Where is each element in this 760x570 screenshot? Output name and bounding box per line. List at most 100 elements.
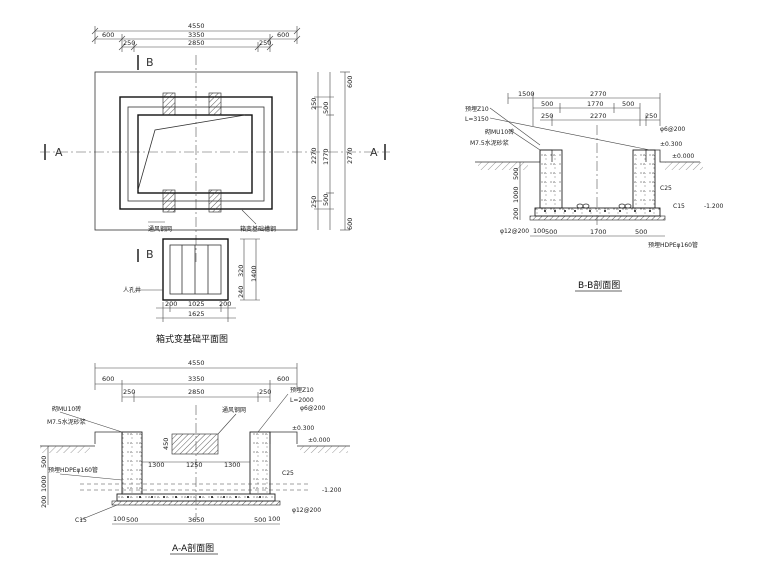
- leader: [241, 209, 257, 225]
- label-manhole: 人孔井: [123, 286, 141, 294]
- aa-dim: 250: [259, 388, 271, 396]
- section-mark-b-bottom: B: [146, 248, 154, 261]
- bb-dim: 250: [541, 112, 553, 120]
- plan-dim-right: 250: [310, 196, 318, 208]
- aa-title: A-A剖面图: [172, 542, 214, 554]
- section-mark-b-top: B: [146, 56, 154, 69]
- plan-dim-right: 250: [310, 98, 318, 110]
- bb-left-dim-text: 1000: [512, 186, 520, 203]
- plan-frame-inner: [137, 114, 253, 194]
- bb-label: C25: [660, 185, 672, 192]
- aa-ground-step-right: [269, 431, 298, 444]
- bb-title: B-B剖面图: [578, 279, 620, 291]
- bb-base-slab: [534, 207, 661, 217]
- aa-dim-bottom: 500: [254, 516, 266, 524]
- bb-dim-bottom: 500: [635, 228, 647, 236]
- bb-wall-right: [632, 149, 656, 209]
- aa-wall-right: [249, 431, 271, 495]
- aa-label: φ12@200: [292, 507, 321, 514]
- aa-dim: 600: [277, 375, 289, 383]
- plan-dim: 250: [259, 39, 271, 47]
- plan-dim-lines: [91, 26, 301, 52]
- plan-dim-right: 600: [346, 218, 354, 230]
- bb-pipes: [576, 203, 632, 209]
- bb-dim: 250: [645, 112, 657, 120]
- plan-dim: 250: [123, 39, 135, 47]
- bb-dim-bottom: 100: [533, 227, 545, 235]
- bb-label: ±0.300: [660, 141, 682, 148]
- pit-dim: 200: [219, 300, 231, 308]
- plan-dim-right: 600: [346, 76, 354, 88]
- plan-dim-right: 500: [322, 194, 330, 206]
- aa-dim: 2850: [188, 388, 205, 396]
- aa-label: ±0.300: [292, 425, 314, 432]
- label-vent-mesh: 通风钢网: [148, 225, 172, 233]
- bb-dim-bottom: 500: [545, 228, 557, 236]
- bb-label: C15: [673, 203, 685, 210]
- plan-dim: 2850: [188, 39, 205, 47]
- aa-dim-bottom: 100: [113, 515, 125, 523]
- bb-dim: 1770: [587, 100, 604, 108]
- aa-dim: 3350: [188, 375, 205, 383]
- plan-title: 箱式变基础平面图: [156, 333, 228, 345]
- plan-right-dims: [314, 71, 350, 231]
- aa-dim-bottom: 500: [126, 516, 138, 524]
- bb-label: φ12@200: [500, 228, 529, 235]
- aa-dim-mid: 1250: [186, 461, 203, 469]
- section-aa: 4550 600 3350 600 250 2850 250: [40, 359, 350, 555]
- aa-dim: 600: [102, 375, 114, 383]
- section-bb: 1500 2770 500 1770 500 250 2270 250: [465, 90, 724, 292]
- aa-dim: 250: [123, 388, 135, 396]
- leader: [489, 117, 651, 151]
- aa-dim-bottom: 100: [268, 515, 280, 523]
- plan-view: 4550 600 3350 600 250 2850 250 B B A A: [40, 22, 390, 345]
- bb-label: L=3150: [465, 116, 489, 123]
- plan-dim-right: 2770: [346, 147, 354, 164]
- plan-dim-right: 500: [322, 102, 330, 114]
- bb-label: -1.200: [704, 203, 724, 210]
- leader: [59, 473, 123, 481]
- aa-wall-left: [121, 431, 143, 495]
- pit-dim: 200: [165, 300, 177, 308]
- pit-dim: 1025: [188, 300, 205, 308]
- aa-label: 预埋Z10: [290, 386, 314, 394]
- bb-dim: 500: [541, 100, 553, 108]
- bb-left-dim-text: 200: [512, 208, 520, 220]
- plan-break-left-bottom: [162, 189, 176, 213]
- aa-dim-mid: 1300: [148, 461, 165, 469]
- plan-dim: 600: [102, 31, 114, 39]
- leader: [489, 107, 541, 146]
- aa-ground-step-left: [94, 431, 123, 444]
- plan-break-left-top: [162, 92, 176, 116]
- aa-dim: 4550: [188, 359, 205, 367]
- leader: [79, 504, 118, 521]
- plan-frame-mid: [127, 106, 265, 202]
- pit-dim-total: 1625: [188, 310, 205, 318]
- aa-ground-hatch: [40, 446, 90, 453]
- bb-label: 预埋HDPEφ160管: [648, 241, 698, 249]
- aa-left-dim-text: 1000: [40, 475, 48, 492]
- aa-label: 通风钢网: [222, 406, 246, 414]
- bb-cushion: [529, 215, 666, 221]
- plan-outer-slab: [94, 71, 298, 231]
- bb-label: M7.5水泥砂浆: [470, 139, 509, 147]
- plan-vent-diagonal: [137, 114, 246, 191]
- plan-dim: 600: [277, 31, 289, 39]
- bb-ground-hatch: [478, 162, 528, 170]
- pit-dim: 240: [237, 286, 245, 298]
- aa-label: C15: [75, 517, 87, 524]
- bb-label: φ6@200: [660, 126, 685, 133]
- manhole-outer: [162, 238, 229, 301]
- bb-label: ±0.000: [672, 153, 694, 160]
- plan-break-right-top: [208, 92, 222, 116]
- aa-label: 砌MU10砖: [52, 405, 81, 413]
- manhole-inner: [169, 244, 222, 295]
- aa-label: φ6@200: [300, 405, 325, 412]
- bb-dim: 1500: [518, 90, 535, 98]
- label-channel-steel: 箱变基础槽钢: [240, 225, 276, 233]
- bb-dim: 2770: [590, 90, 607, 98]
- aa-label: M7.5水泥砂浆: [47, 418, 86, 426]
- aa-dim-bottom: 3650: [188, 516, 205, 524]
